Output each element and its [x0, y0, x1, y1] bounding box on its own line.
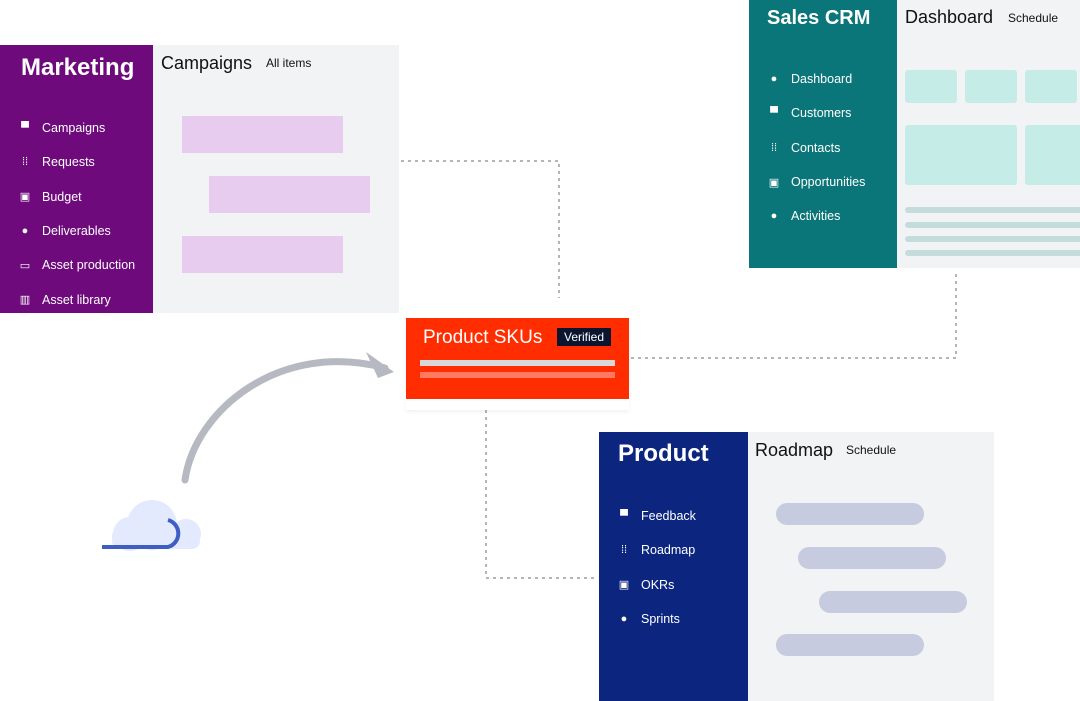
- sidebar-item-roadmap[interactable]: ⁞⁞ Roadmap: [617, 533, 748, 567]
- sidebar-item-label: Deliverables: [42, 224, 111, 239]
- verified-badge: Verified: [557, 328, 612, 346]
- sidebar-item-opportunities[interactable]: ▣ Opportunities: [767, 165, 897, 199]
- content-title: Dashboard: [905, 7, 994, 27]
- register-icon: ▣: [768, 176, 780, 189]
- inbox-icon: ▀: [21, 122, 29, 135]
- product-content: Roadmap Schedule: [748, 432, 994, 701]
- rocket-icon: ●: [21, 225, 29, 238]
- marketing-sidebar: Marketing ▀ Campaigns ⁞⁞ Requests ▣ Budget ● De…: [0, 45, 153, 313]
- marketing-app-card: Marketing ▀ Campaigns ⁞⁞ Requests ▣ Budget ● De…: [0, 45, 399, 313]
- tile: [1025, 70, 1077, 103]
- sidebar-item-label: Opportunities: [791, 175, 866, 190]
- sidebar-item-deliverables[interactable]: ● Deliverables: [18, 214, 153, 248]
- tile: [905, 125, 1017, 185]
- sidebar-item-label: Customers: [791, 106, 852, 121]
- sidebar-item-asset-library[interactable]: ▥ Asset library: [18, 282, 153, 316]
- workflow-icon: ⁞⁞: [21, 156, 29, 169]
- line: [420, 360, 615, 366]
- placeholder-bar: [182, 116, 343, 153]
- content-title: Roadmap: [755, 440, 834, 460]
- placeholder-bar: [182, 236, 343, 273]
- placeholder-bar: [776, 503, 924, 525]
- sidebar-item-label: Requests: [42, 155, 95, 170]
- register-icon: ▣: [19, 191, 31, 204]
- app-title: Marketing: [21, 54, 135, 81]
- sidebar-item-customers[interactable]: ▀ Customers: [767, 96, 897, 130]
- sidebar-item-dashboard[interactable]: ● Dashboard: [767, 62, 897, 96]
- register-icon: ▣: [618, 579, 630, 592]
- sidebar-item-feedback[interactable]: ▀ Feedback: [617, 499, 748, 533]
- placeholder-bar: [798, 547, 946, 569]
- content-view-tab[interactable]: Schedule: [1008, 11, 1059, 25]
- arrow-icon: [181, 358, 389, 484]
- sidebar-item-requests[interactable]: ⁞⁞ Requests: [18, 145, 153, 179]
- books-icon: ▥: [19, 294, 31, 307]
- sidebar-item-okrs[interactable]: ▣ OKRs: [617, 568, 748, 602]
- sidebar-item-campaigns[interactable]: ▀ Campaigns: [18, 111, 153, 145]
- inbox-icon: ▀: [770, 107, 778, 120]
- cloud-icon: [102, 500, 201, 551]
- sidebar-item-label: Campaigns: [42, 121, 106, 136]
- line: [905, 250, 1080, 256]
- sidebar-item-label: Asset library: [42, 292, 111, 307]
- sidebar-item-label: Roadmap: [641, 543, 696, 558]
- connector-sku-sales: [631, 270, 957, 359]
- line: [905, 222, 1080, 228]
- app-title: Sales CRM: [767, 7, 871, 29]
- tile: [905, 70, 957, 103]
- app-title: Product: [618, 440, 709, 467]
- sales-crm-app-card: Sales CRM ● Dashboard ▀ Customers ⁞⁞ Contacts…: [749, 0, 1080, 268]
- placeholder-bar: [209, 176, 370, 213]
- rocket-icon: ●: [770, 210, 778, 223]
- film-icon: ▭: [19, 259, 31, 272]
- workflow-icon: ⁞⁞: [770, 141, 778, 154]
- sidebar-item-label: Budget: [42, 189, 82, 204]
- line: [420, 372, 615, 378]
- placeholder-bar: [819, 591, 967, 613]
- sidebar-item-budget[interactable]: ▣ Budget: [18, 180, 153, 214]
- sales-content: Dashboard Schedule: [897, 0, 1080, 268]
- content-view-tab[interactable]: All items: [266, 56, 312, 70]
- content-view-tab[interactable]: Schedule: [846, 443, 897, 457]
- placeholder-bar: [776, 634, 924, 656]
- line: [905, 207, 1080, 213]
- sidebar-item-label: Asset production: [42, 258, 136, 273]
- line: [905, 236, 1080, 242]
- sidebar-item-label: Activities: [791, 209, 841, 224]
- sidebar-item-label: Contacts: [791, 140, 841, 155]
- product-sidebar: Product ▀ Feedback ⁞⁞ Roadmap ▣ OKRs ● Sprints: [599, 432, 748, 701]
- sidebar-item-label: OKRs: [641, 577, 675, 592]
- sales-sidebar: Sales CRM ● Dashboard ▀ Customers ⁞⁞ Contacts…: [749, 0, 897, 268]
- tile: [965, 70, 1017, 103]
- connector-marketing-sku: [401, 160, 560, 298]
- sidebar-item-sprints[interactable]: ● Sprints: [617, 602, 748, 636]
- content-title: Campaigns: [161, 53, 253, 73]
- product-skus-card[interactable]: Product SKUs Verified: [406, 318, 629, 410]
- sidebar-item-asset-production[interactable]: ▭ Asset production: [18, 248, 153, 282]
- rocket-icon: ●: [770, 73, 778, 86]
- inbox-icon: ▀: [620, 510, 628, 523]
- sidebar-item-activities[interactable]: ● Activities: [767, 199, 897, 233]
- tile: [1025, 125, 1080, 185]
- workflow-icon: ⁞⁞: [620, 544, 628, 557]
- sku-title: Product SKUs: [423, 327, 543, 348]
- sidebar-item-contacts[interactable]: ⁞⁞ Contacts: [767, 131, 897, 165]
- sidebar-item-label: Sprints: [641, 612, 680, 627]
- connector-sku-product: [485, 410, 597, 579]
- marketing-content: Campaigns All items: [153, 45, 399, 313]
- sidebar-item-label: Feedback: [641, 509, 696, 524]
- rocket-icon: ●: [620, 613, 628, 626]
- product-app-card: Product ▀Feedback⁞⁞Roadmap▣OKRs●Sprints …: [599, 432, 994, 701]
- sidebar-item-label: Dashboard: [791, 72, 853, 87]
